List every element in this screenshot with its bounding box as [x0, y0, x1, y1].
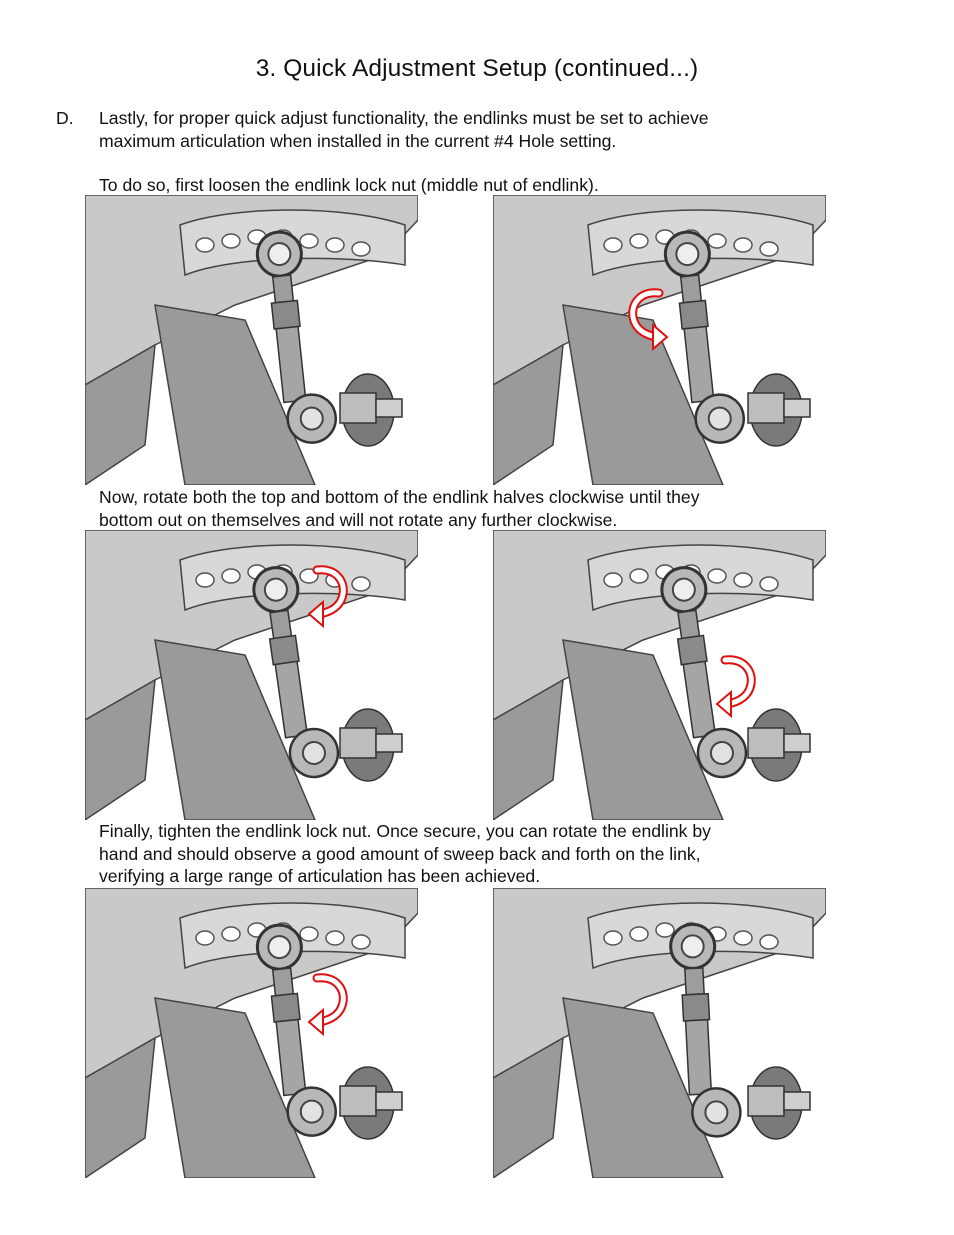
- rotate-paragraph: Now, rotate both the top and bottom of t…: [99, 486, 700, 531]
- rotate-arrow-icon: [307, 565, 348, 629]
- intro-paragraph: Lastly, for proper quick adjust function…: [99, 107, 709, 152]
- figure-final-articulation: [493, 888, 826, 1178]
- figure-loosen-lock-nut: [493, 195, 826, 485]
- loosen-instruction: To do so, first loosen the endlink lock …: [99, 175, 599, 195]
- rotate-line: Now, rotate both the top and bottom of t…: [99, 487, 700, 507]
- rotate-arrow-icon: [307, 973, 348, 1037]
- tighten-line: verifying a large range of articulation …: [99, 866, 541, 886]
- step-letter: D.: [56, 108, 74, 128]
- tighten-line: hand and should observe a good amount of…: [99, 843, 701, 864]
- figure-rotate-bottom-half: [493, 530, 826, 820]
- figure-rotate-top-half: [85, 530, 418, 820]
- tighten-paragraph: Finally, tighten the endlink lock nut. O…: [99, 820, 711, 888]
- figure-tighten-lock-nut: [85, 888, 418, 1178]
- rotate-arrow-icon: [628, 288, 669, 352]
- intro-line: Lastly, for proper quick adjust function…: [99, 108, 709, 128]
- rotate-arrow-icon: [715, 655, 756, 719]
- intro-line: maximum articulation when installed in t…: [99, 130, 617, 151]
- rotate-line: bottom out on themselves and will not ro…: [99, 509, 618, 530]
- tighten-line: Finally, tighten the endlink lock nut. O…: [99, 821, 711, 841]
- page-title: 3. Quick Adjustment Setup (continued...): [255, 55, 699, 82]
- figure-initial-endlink: [85, 195, 418, 485]
